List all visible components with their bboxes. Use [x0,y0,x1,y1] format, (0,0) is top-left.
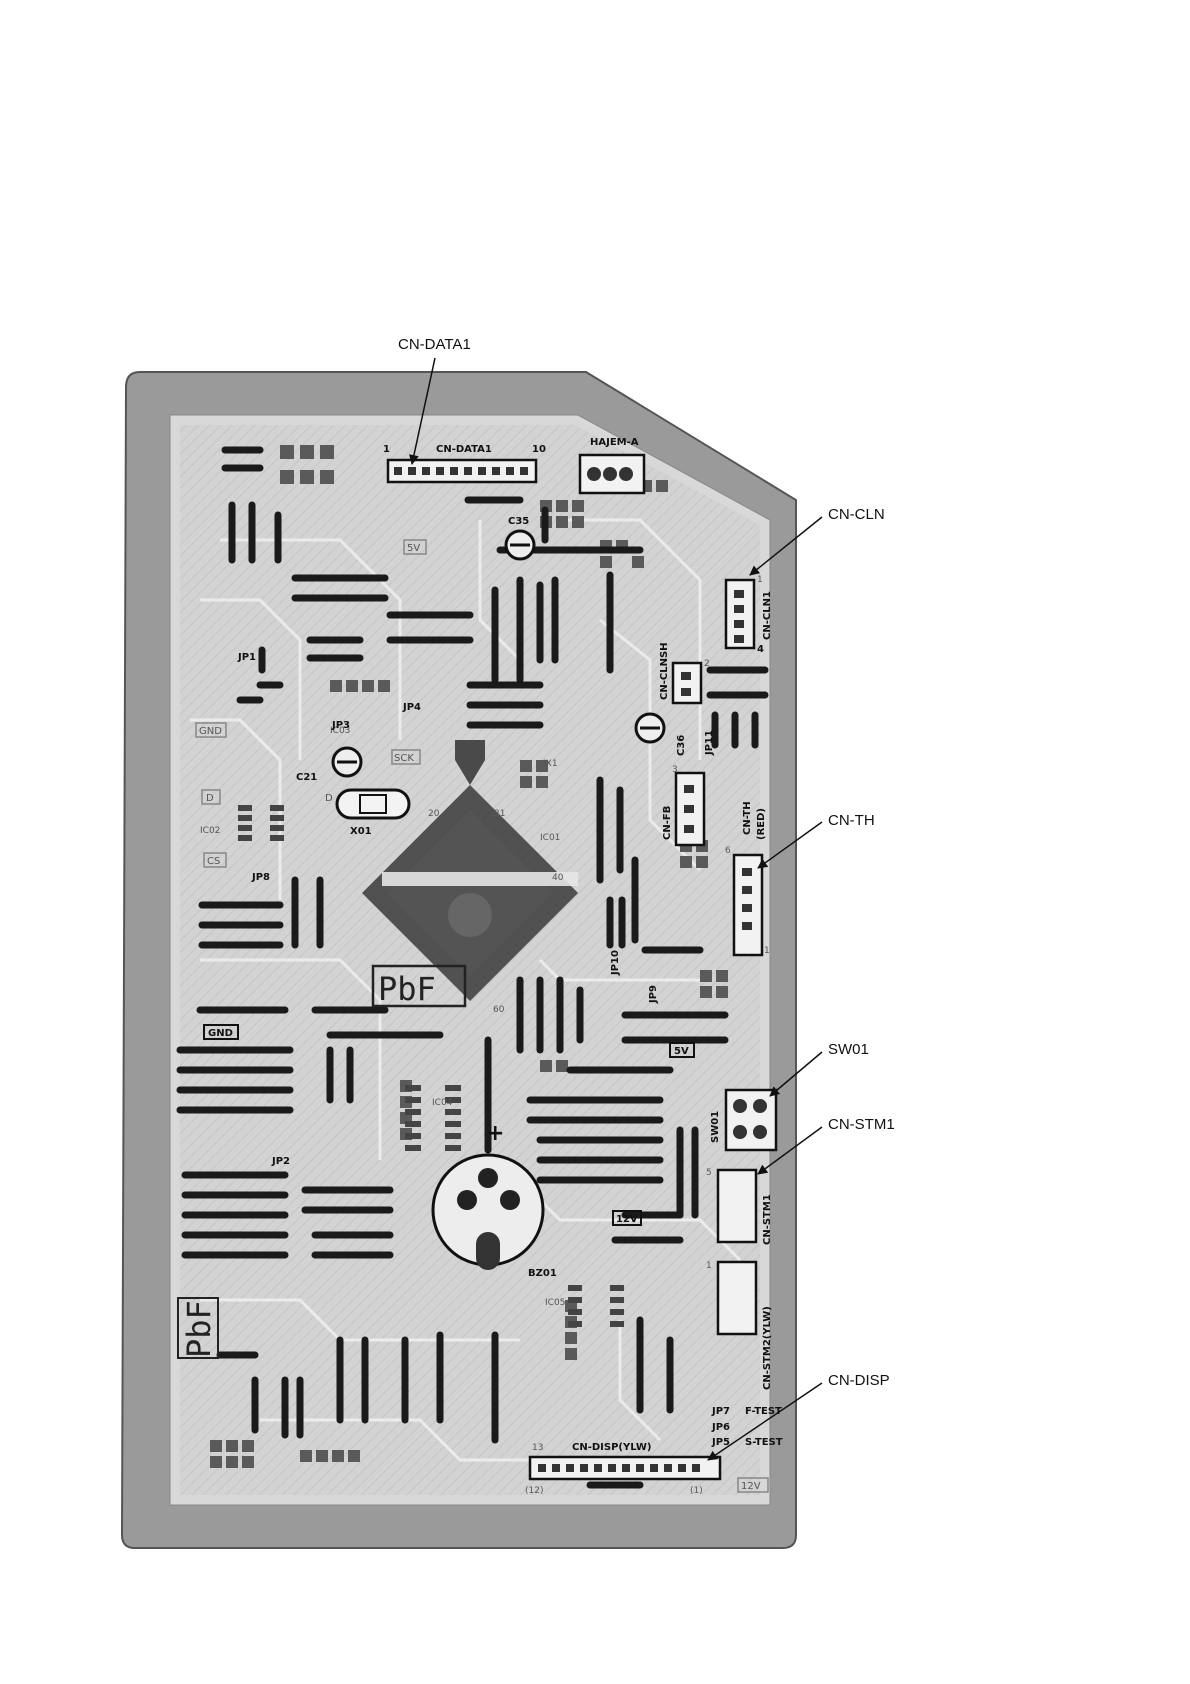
silk-clnsh-pin2: 2 [704,659,710,669]
cn-clnsh-connector [671,661,703,705]
silk-jp7: JP7 [711,1406,730,1417]
silk-gnd-lower: GND [208,1028,233,1039]
silk-cn-disp: CN-DISP(YLW) [572,1442,651,1453]
silk-ic03: IC03 [330,726,350,736]
callout-sw01: SW01 [828,1041,869,1058]
silk-ic-pin-60: 60 [493,1005,505,1015]
silk-th-pin6: 6 [725,846,731,856]
silk-jp9: JP9 [648,985,659,1004]
silk-bz01: BZ01 [528,1268,557,1279]
smd-pads [210,445,728,1468]
sw01-switch [724,1088,778,1152]
silk-5v-upper: 5V [407,543,420,554]
silk-d-upper: D [206,793,214,804]
silk-jp8: JP8 [251,872,270,883]
silk-fb-pin3: 3 [672,765,678,775]
pbf-mark-main: PbF [378,970,436,1008]
callout-cn-cln: CN-CLN [828,506,885,523]
through-hole-components [176,446,769,1489]
silk-jp10: JP10 [610,950,621,976]
silk-jp6: JP6 [711,1422,730,1433]
silk-ic05: IC05 [545,1298,565,1308]
silk-cn-disp-pin12: (12) [525,1486,543,1496]
bz01-buzzer [431,1036,545,1270]
silk-cn-disp-pin13: 13 [532,1443,543,1453]
silk-jp11: JP11 [704,730,715,756]
x01-crystal [335,788,411,820]
ic04-footprint [405,1085,461,1151]
callout-cn-th: CN-TH [828,812,875,829]
buzzer-plus-mark: + [486,1121,504,1146]
silk-f-test: F-TEST [745,1406,782,1417]
silk-ic-pin-40: 40 [552,873,564,883]
silk-c21: C21 [296,772,317,783]
cn-stm2-connector [716,1260,758,1336]
ic01-mcu [362,740,578,1001]
silk-cn-data1-pin-first: 1 [383,444,390,455]
silk-cn-th-color: (RED) [756,808,767,840]
silk-jx1: JX1 [542,759,558,769]
silk-jp1: JP1 [237,652,256,663]
silk-ic-pin-21: 21 [494,809,505,819]
silk-cln1-pin1: 1 [757,575,763,585]
silk-stm2-pin1: 1 [706,1261,712,1271]
silk-s-test: S-TEST [745,1437,783,1448]
silk-cn-data1: CN-DATA1 [436,444,492,455]
silk-cn-cln1-pin: 4 [757,644,764,655]
silk-cs: CS [207,856,220,867]
callout-lines [409,357,823,1461]
silk-x01: X01 [350,826,372,837]
silk-th-pin1: 1 [764,946,770,956]
silk-jp3: JP3 [331,720,350,731]
silk-cn-clnsh: CN-CLNSH [659,642,670,700]
silk-5v-lower: 5V [674,1046,689,1057]
silk-stm-pin5: 5 [706,1168,712,1178]
silk-12v-corner: 12V [741,1481,761,1492]
silk-cn-stm1: CN-STM1 [762,1194,773,1245]
cn-data1-connector [386,458,538,484]
silk-ic02: IC02 [200,826,220,836]
silk-cn-stm2: CN-STM2(YLW) [762,1306,773,1390]
silk-jp5: JP5 [711,1437,730,1448]
silk-sw01: SW01 [710,1111,721,1143]
ic05-footprint [568,1285,624,1327]
callout-cn-disp: CN-DISP [828,1372,890,1389]
silk-cn-th: CN-TH [742,801,753,835]
pbf-mark-side: PbF [180,1300,218,1358]
silk-d-mid: D [325,793,333,804]
silk-ic-pin-20: 20 [428,809,440,819]
cn-stm1-connector [716,1168,758,1244]
silk-c36: C36 [676,735,687,756]
silk-ic01: IC01 [540,833,560,843]
ic-footprints [238,805,624,1327]
connectors [386,453,778,1481]
connector-pins [394,467,767,1472]
silk-cn-cln1: CN-CLN1 [762,591,773,640]
callout-cn-data1: CN-DATA1 [398,336,471,353]
silk-cn-fb: CN-FB [662,806,673,840]
silk-c35: C35 [508,516,529,527]
capacitors [331,529,666,778]
silk-cn-disp-pin1: (1) [690,1486,703,1496]
callout-cn-stm1: CN-STM1 [828,1116,895,1133]
silk-12v-mid: 12V [616,1214,638,1225]
silk-ic04: IC04 [432,1098,453,1108]
silk-sck: SCK [394,753,414,764]
silk-jp4: JP4 [402,702,421,713]
ic02-footprint [238,805,284,841]
silk-gnd-upper: GND [199,726,222,737]
test-point-boxes [177,539,769,1493]
silk-cn-data1-pin-last: 10 [532,444,546,455]
silk-jp2: JP2 [271,1156,290,1167]
silk-hajem-a: HAJEM-A [590,437,639,448]
